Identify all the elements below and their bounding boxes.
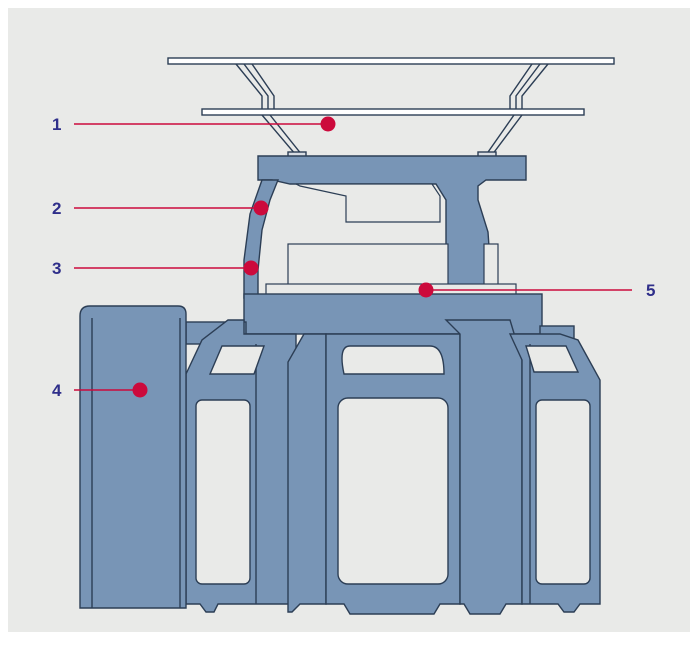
marker-3 — [243, 260, 259, 276]
overhead-rails — [167, 57, 615, 164]
right-top-slot — [525, 345, 580, 373]
left-block — [79, 305, 187, 609]
right-window — [535, 399, 591, 585]
left-window — [195, 399, 251, 585]
left-hanger-c — [251, 63, 275, 109]
marker-2 — [253, 200, 269, 216]
callout-number-5: 5 — [646, 281, 655, 300]
inner-panels — [265, 183, 517, 299]
left-top-slot — [208, 345, 265, 375]
callout-number-3: 3 — [52, 259, 61, 278]
inner-right-panel — [483, 243, 499, 287]
callout-markers — [132, 116, 434, 398]
marker-4 — [132, 382, 148, 398]
upper-rail — [167, 57, 615, 65]
right-hanger-a — [521, 63, 549, 109]
left-hanger-a — [235, 63, 263, 109]
center-top-slot — [341, 345, 445, 375]
center-left-pillar — [287, 333, 327, 613]
right-hanger-c — [509, 63, 533, 109]
right-hanger-b — [515, 63, 541, 109]
callout-number-1: 1 — [52, 115, 61, 134]
marker-1 — [320, 116, 336, 132]
lower-rail — [201, 108, 585, 116]
center-window — [337, 397, 449, 585]
inner-top-panel — [295, 183, 441, 223]
callout-number-4: 4 — [52, 381, 62, 400]
marker-5 — [418, 282, 434, 298]
callout-number-2: 2 — [52, 199, 61, 218]
left-hanger-b — [243, 63, 269, 109]
inner-window — [287, 243, 449, 287]
module-windows — [195, 345, 591, 585]
callout-leaders — [74, 123, 632, 391]
